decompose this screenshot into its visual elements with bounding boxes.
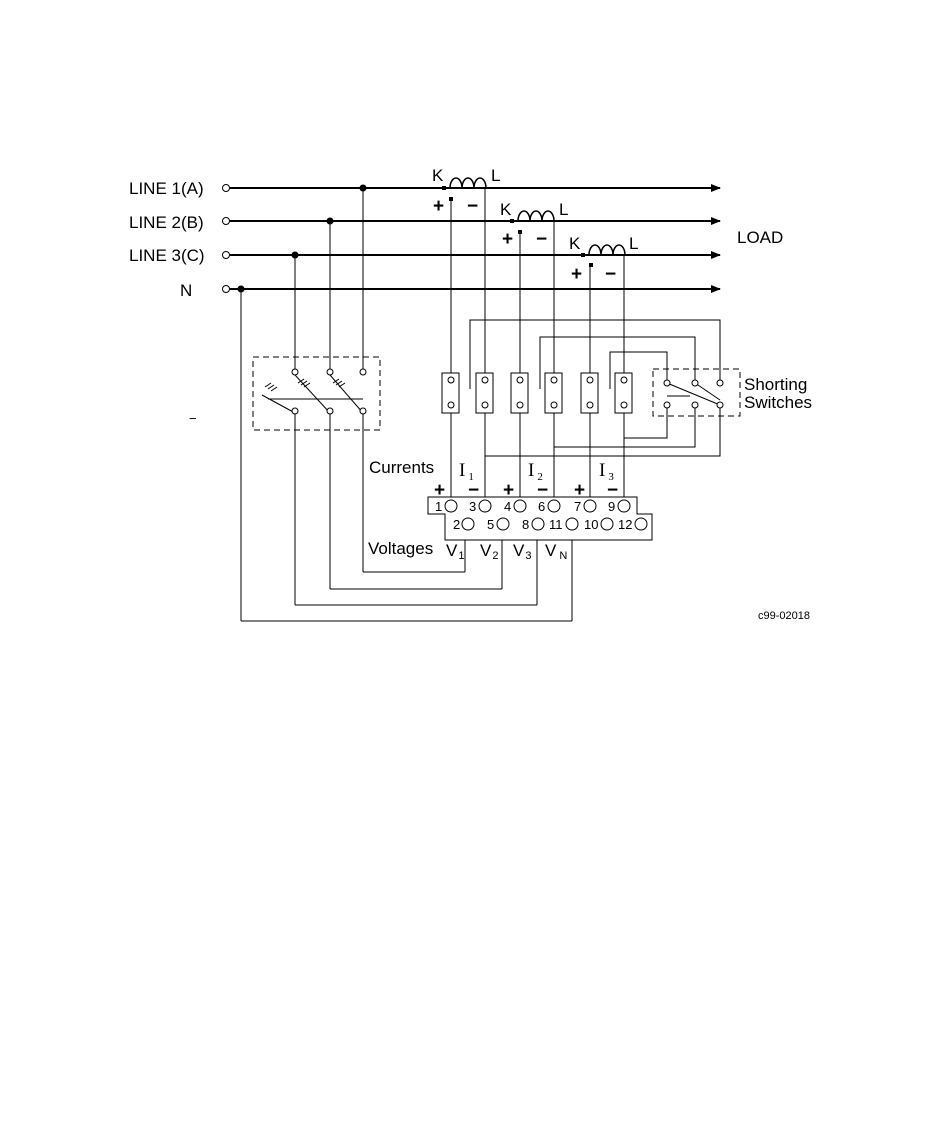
terminal-7: 7 bbox=[574, 499, 581, 514]
shorting-switch-box bbox=[653, 369, 740, 416]
ct1-plus-label: + bbox=[433, 196, 444, 217]
shorting-switch-blades bbox=[667, 383, 720, 405]
ct1-l-label: L bbox=[491, 166, 500, 185]
terminal-9: 9 bbox=[608, 499, 615, 514]
terminal-6: 6 bbox=[538, 499, 545, 514]
test-switch-contacts bbox=[448, 377, 627, 408]
voltage-fuse-box bbox=[253, 357, 380, 430]
terminal-2: 2 bbox=[453, 517, 460, 532]
voltage-v3: V3 bbox=[513, 541, 531, 562]
stray-mark: − bbox=[189, 411, 197, 426]
voltages-label: Voltages bbox=[368, 539, 433, 558]
terminal-11: 11 bbox=[549, 517, 563, 532]
fuse-contacts bbox=[292, 369, 366, 414]
shorting-label-line1: Shorting bbox=[744, 375, 807, 394]
terminal-10: 10 bbox=[584, 517, 598, 532]
ct2-minus-label: − bbox=[536, 229, 547, 250]
ct1-minus-label: − bbox=[467, 196, 478, 217]
source-terminals bbox=[223, 185, 230, 293]
terminal-12: 12 bbox=[618, 517, 632, 532]
terminal-1: 1 bbox=[435, 499, 442, 514]
load-label: LOAD bbox=[737, 228, 783, 247]
fuse-switches bbox=[262, 375, 363, 413]
ct3-minus-label: − bbox=[605, 264, 616, 285]
terminal-5: 5 bbox=[487, 517, 494, 532]
ct3-l-label: L bbox=[629, 234, 638, 253]
line-2-label: LINE 2(B) bbox=[129, 213, 204, 232]
shorting-label-line2: Switches bbox=[744, 393, 812, 412]
voltage-v1: V1 bbox=[446, 541, 464, 562]
neutral-label: N bbox=[180, 281, 192, 300]
junction-dots bbox=[238, 185, 367, 293]
ct2-plus-label: + bbox=[502, 229, 513, 250]
ct3-k-label: K bbox=[569, 234, 581, 253]
line-1-label: LINE 1(A) bbox=[129, 179, 204, 198]
terminal-8: 8 bbox=[522, 517, 529, 532]
voltage-v2: V2 bbox=[480, 541, 498, 562]
ct2-k-label: K bbox=[500, 200, 512, 219]
currents-label: Currents bbox=[369, 458, 434, 477]
figure-id: c99-02018 bbox=[758, 610, 810, 622]
ct1-k-label: K bbox=[432, 166, 444, 185]
ct3-plus-label: + bbox=[571, 264, 582, 285]
terminal-4: 4 bbox=[504, 499, 511, 514]
terminal-3: 3 bbox=[469, 499, 476, 514]
line-3-label: LINE 3(C) bbox=[129, 246, 205, 265]
ct2-l-label: L bbox=[559, 200, 568, 219]
